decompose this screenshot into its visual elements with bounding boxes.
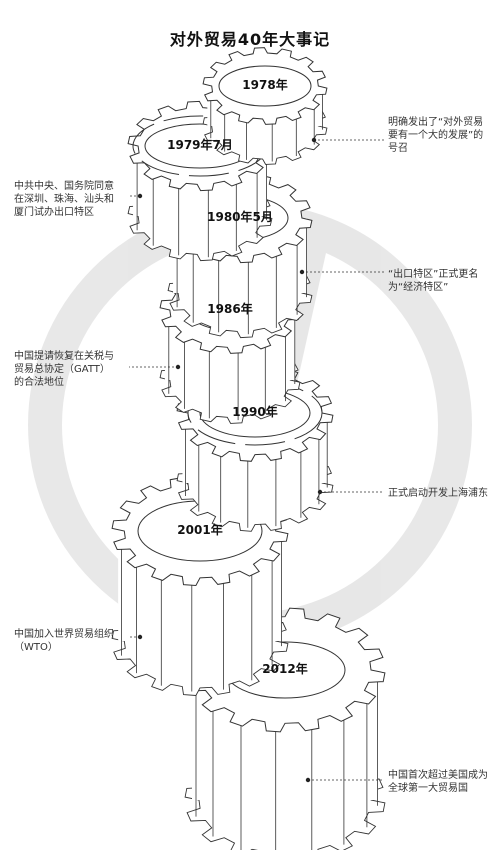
note-line: 贸易总协定（GATT） bbox=[14, 364, 110, 375]
gear-6 bbox=[111, 475, 289, 696]
leader-dot bbox=[137, 634, 143, 640]
note-line: 中国提请恢复在关税与 bbox=[14, 351, 114, 362]
note-line: 明确发出了“对外贸易 bbox=[388, 117, 484, 128]
gear-ring bbox=[187, 380, 323, 446]
gear-hub bbox=[218, 65, 312, 107]
diagram-title: 对外贸易40年大事记 bbox=[169, 30, 331, 49]
leader-dot bbox=[317, 489, 323, 495]
note-line: “出口特区”正式更名 bbox=[388, 269, 479, 280]
note-line: 在深圳、珠海、汕头和 bbox=[14, 194, 114, 205]
leader-dot bbox=[137, 193, 143, 199]
note-line: 正式启动开发上海浦东 bbox=[388, 488, 488, 499]
milestone-note: 中国提请恢复在关税与贸易总协定（GATT） 的合法地位 bbox=[14, 350, 114, 389]
note-line: 全球第一大贸易国 bbox=[388, 783, 468, 794]
milestone-note: 正式启动开发上海浦东 bbox=[388, 487, 488, 500]
note-line: 中共中央、国务院同意 bbox=[14, 181, 114, 192]
milestone-note: 中共中央、国务院同意在深圳、珠海、汕头和厦门试办出口特区 bbox=[14, 180, 114, 219]
note-line: 的合法地位 bbox=[14, 377, 64, 388]
milestone-year: 1979年7月 bbox=[167, 138, 233, 152]
note-line: 中国首次超过美国成为 bbox=[388, 770, 488, 781]
gear-1 bbox=[202, 47, 328, 165]
leader-dot bbox=[311, 137, 317, 143]
milestone-note: 中国加入世界贸易组织 （WTO） bbox=[14, 628, 114, 654]
milestone-note: 中国首次超过美国成为全球第一大贸易国 bbox=[388, 769, 488, 795]
milestone-note: “出口特区”正式更名为“经济特区” bbox=[388, 268, 478, 294]
milestone-year: 1986年 bbox=[207, 302, 253, 316]
milestone-year: 2012年 bbox=[262, 662, 308, 676]
gear-top bbox=[202, 47, 328, 125]
milestone-year: 1980年5月 bbox=[207, 210, 273, 224]
milestone-note: 明确发出了“对外贸易要有一个大的发展”的号召 bbox=[388, 116, 483, 155]
leader-dot bbox=[305, 777, 311, 783]
milestone-year: 1990年 bbox=[232, 405, 278, 419]
milestone-year: 1978年 bbox=[242, 78, 288, 92]
leader-dot bbox=[175, 364, 181, 370]
note-line: 号召 bbox=[388, 143, 408, 154]
note-line: 为“经济特区” bbox=[388, 282, 449, 293]
leader-dot bbox=[299, 269, 305, 275]
note-line: 中国加入世界贸易组织 bbox=[14, 629, 114, 640]
note-line: 要有一个大的发展”的 bbox=[388, 130, 484, 141]
note-line: 厦门试办出口特区 bbox=[14, 207, 94, 218]
note-line: （WTO） bbox=[14, 642, 58, 653]
milestone-year: 2001年 bbox=[177, 523, 223, 537]
